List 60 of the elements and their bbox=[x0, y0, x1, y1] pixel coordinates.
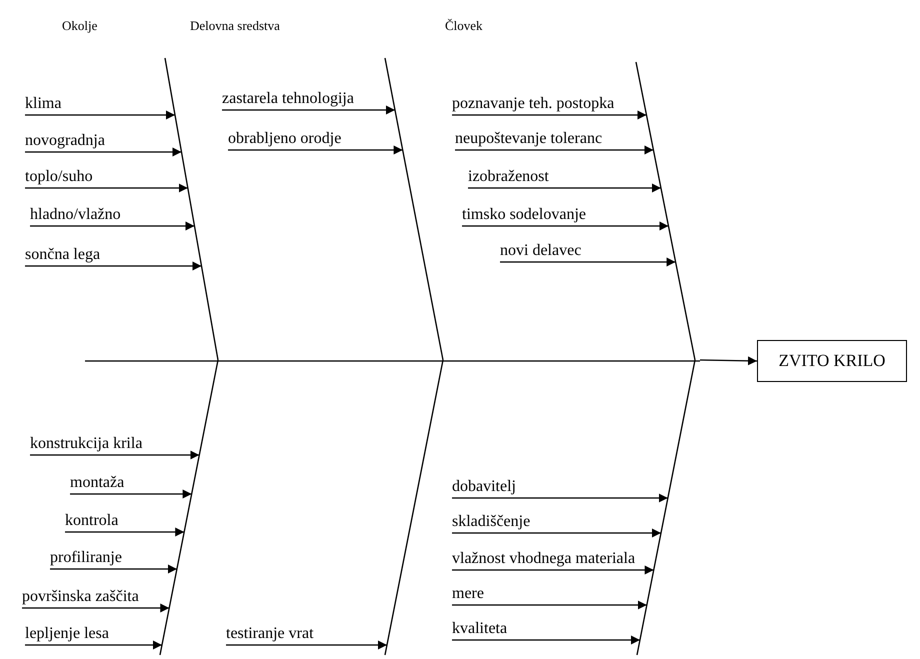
cause-label: klima bbox=[25, 95, 62, 113]
cause-label: timsko sodelovanje bbox=[462, 206, 586, 224]
arrow bbox=[452, 600, 647, 610]
branch-line bbox=[637, 360, 695, 655]
arrow bbox=[468, 184, 661, 192]
cause-label: montaža bbox=[70, 474, 124, 492]
cause-label: lepljenje lesa bbox=[25, 625, 109, 643]
arrow bbox=[25, 184, 188, 192]
arrow bbox=[30, 222, 194, 230]
cause-label: kvaliteta bbox=[452, 620, 508, 638]
arrow bbox=[70, 490, 192, 498]
cause-label: mere bbox=[452, 585, 484, 603]
arrow bbox=[25, 262, 202, 270]
cause-label: konstrukcija krila bbox=[30, 435, 142, 453]
effect-box: ZVITO KRILO bbox=[757, 340, 907, 382]
arrow bbox=[65, 528, 184, 536]
cause-label: površinska zaščita bbox=[22, 588, 139, 606]
cause-label: poznavanje teh. postopka bbox=[452, 95, 614, 113]
cause-label: obrabljeno orodje bbox=[228, 130, 342, 148]
cause-label: hladno/vlažno bbox=[30, 206, 121, 224]
spine-line bbox=[85, 360, 700, 362]
category-heading: Delovna sredstva bbox=[190, 18, 280, 34]
arrow bbox=[452, 636, 640, 644]
arrow bbox=[226, 640, 387, 650]
arrow bbox=[452, 110, 646, 120]
cause-label: neupoštevanje toleranc bbox=[455, 130, 602, 148]
arrow bbox=[30, 450, 200, 460]
branch-line bbox=[385, 360, 443, 655]
arrow bbox=[228, 146, 403, 154]
arrow bbox=[455, 146, 654, 154]
arrow bbox=[462, 222, 668, 230]
arrow bbox=[22, 604, 170, 612]
cause-label: vlažnost vhodnega materiala bbox=[452, 550, 636, 568]
arrow bbox=[25, 640, 162, 650]
branch-line bbox=[165, 58, 218, 360]
cause-label: novi delavec bbox=[500, 242, 582, 260]
cause-label: testiranje vrat bbox=[226, 625, 314, 643]
cause-label: izobraženost bbox=[468, 168, 549, 186]
branch-line bbox=[160, 360, 218, 655]
cause-label: sončna lega bbox=[25, 246, 100, 264]
cause-label: dobavitelj bbox=[452, 478, 516, 496]
arrow bbox=[50, 564, 177, 574]
category-heading: Človek bbox=[445, 18, 483, 34]
cause-label: zastarela tehnologija bbox=[222, 90, 354, 108]
arrow bbox=[700, 356, 758, 366]
category-heading: Okolje bbox=[62, 18, 98, 34]
arrow bbox=[452, 566, 654, 574]
cause-label: kontrola bbox=[65, 512, 118, 530]
branch-line bbox=[636, 62, 695, 360]
arrow bbox=[25, 110, 175, 120]
branch-line bbox=[385, 58, 443, 360]
cause-label: skladiščenje bbox=[452, 513, 530, 531]
cause-label: toplo/suho bbox=[25, 168, 93, 186]
arrow bbox=[452, 528, 661, 538]
cause-label: profiliranje bbox=[50, 549, 122, 567]
arrow bbox=[500, 258, 676, 266]
arrow bbox=[222, 106, 395, 114]
arrow bbox=[25, 148, 182, 156]
arrow bbox=[452, 494, 668, 502]
cause-label: novogradnja bbox=[25, 132, 105, 150]
